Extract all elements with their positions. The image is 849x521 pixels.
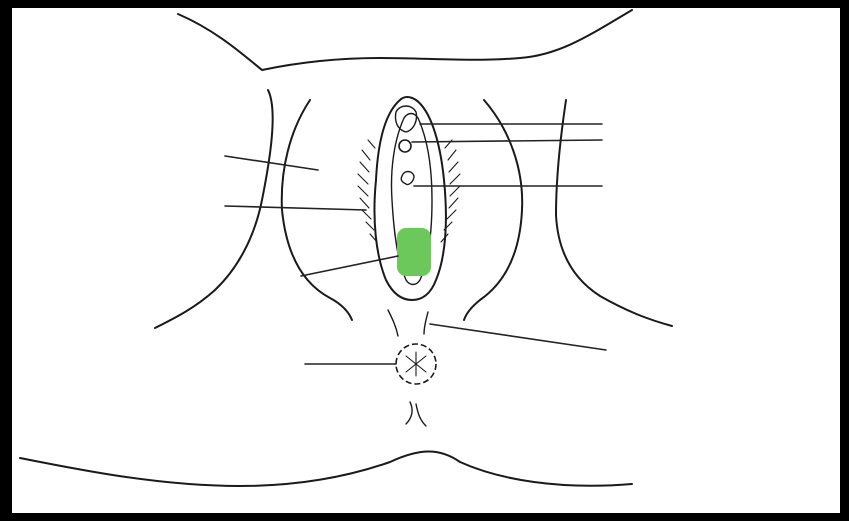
anus-folds — [406, 352, 426, 376]
anatomical-line-drawing — [12, 8, 840, 513]
diagram-canvas — [12, 8, 840, 513]
perineum-mark-left — [388, 310, 398, 336]
right-labium-majus-outline — [464, 100, 522, 320]
leader-line-right-4 — [430, 324, 606, 350]
lower-contour — [20, 452, 632, 487]
hair-hatching-right — [441, 140, 460, 242]
leader-line-left-1 — [225, 156, 318, 170]
highlighted-vaginal-opening — [397, 228, 431, 276]
right-thigh-curve — [556, 100, 672, 326]
clitoris — [399, 140, 411, 152]
leader-line-left-2 — [225, 206, 366, 210]
leader-line-right-2 — [412, 140, 602, 142]
urethral-opening — [401, 172, 414, 185]
clitoral-hood — [395, 106, 416, 132]
coccyx-mark — [406, 402, 426, 426]
left-thigh-curve — [155, 90, 273, 328]
upper-contour — [178, 10, 632, 70]
perineum-mark-right — [424, 312, 428, 334]
